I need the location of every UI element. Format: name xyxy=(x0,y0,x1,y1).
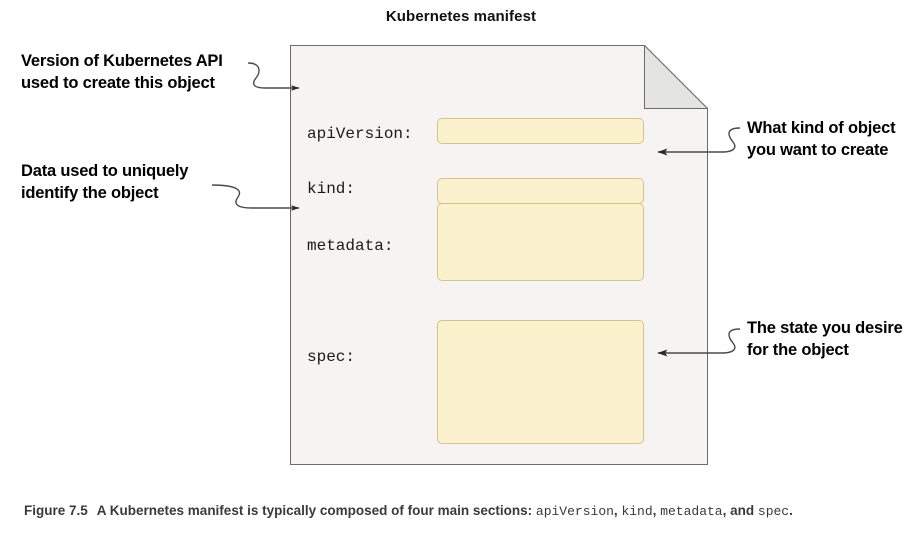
field-label-kind: kind: xyxy=(307,180,356,198)
figure-caption-number: Figure 7.5 xyxy=(24,503,88,518)
figure-caption-code-kind: kind xyxy=(621,504,653,519)
figure-caption-text: A Kubernetes manifest is typically compo… xyxy=(96,503,533,518)
manifest-document: apiVersion: kind: metadata: spec: xyxy=(290,45,708,465)
annotation-metadata: Data used to uniquely identify the objec… xyxy=(21,160,261,204)
annotation-apiversion-line1: Version of Kubernetes API xyxy=(21,52,223,70)
annotation-spec-line1: The state you desire xyxy=(747,319,903,337)
field-label-metadata: metadata: xyxy=(307,237,394,255)
value-box-metadata[interactable] xyxy=(437,203,644,281)
figure-title: Kubernetes manifest xyxy=(385,8,537,25)
field-label-spec: spec: xyxy=(307,348,356,366)
figure-caption-sep-2: , xyxy=(652,503,657,518)
annotation-metadata-line2: identify the object xyxy=(21,184,159,202)
value-box-spec[interactable] xyxy=(437,320,644,444)
annotation-spec: The state you desire for the object xyxy=(747,317,922,361)
annotation-metadata-line1: Data used to uniquely xyxy=(21,162,189,180)
value-box-apiversion[interactable] xyxy=(437,118,644,144)
figure-caption-sep-1: , xyxy=(613,503,618,518)
annotation-kind: What kind of object you want to create xyxy=(747,117,922,161)
field-label-apiversion: apiVersion: xyxy=(307,125,413,143)
annotation-apiversion-line2: used to create this object xyxy=(21,74,215,92)
annotation-kind-line2: you want to create xyxy=(747,141,889,159)
figure-caption-sep-4: . xyxy=(789,503,793,518)
figure-caption-sep-3: , and xyxy=(722,503,755,518)
annotation-apiversion: Version of Kubernetes API used to create… xyxy=(21,50,261,94)
annotation-spec-line2: for the object xyxy=(747,341,849,359)
figure-caption-code-apiversion: apiVersion xyxy=(535,504,614,519)
figure-caption-code-spec: spec xyxy=(757,504,790,519)
annotation-kind-line1: What kind of object xyxy=(747,119,896,137)
figure-caption: Figure 7.5 A Kubernetes manifest is typic… xyxy=(24,500,904,523)
value-box-kind[interactable] xyxy=(437,178,644,204)
figure-caption-code-metadata: metadata xyxy=(660,504,723,519)
page-fold-corner xyxy=(644,45,708,109)
